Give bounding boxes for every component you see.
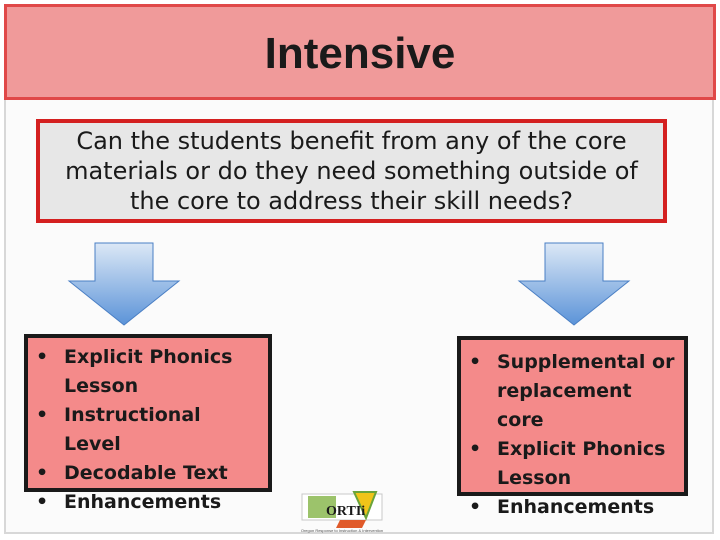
no-outcome-box: Supplemental or replacement core Explici…	[457, 336, 688, 522]
question-box: Can the students benefit from any of the…	[36, 119, 667, 223]
no-outcome-list: Supplemental or replacement core Explici…	[463, 348, 680, 522]
title-bar	[4, 4, 716, 100]
list-item: Enhancements	[463, 493, 680, 522]
list-item: Decodable Text	[30, 459, 262, 488]
question-text: Can the students benefit from any of the…	[65, 127, 638, 215]
yes-outcome-list: Explicit Phonics Lesson Instructional Le…	[30, 343, 262, 517]
list-item: Explicit Phonics Lesson	[463, 435, 680, 493]
list-item: Supplemental or replacement core	[463, 348, 680, 435]
logo-wordmark: ORTIi	[326, 504, 365, 519]
ortii-logo: ORTIi Oregon Response to Instruction & I…	[301, 491, 383, 533]
list-item: Enhancements	[30, 488, 262, 517]
list-item: Instructional Level	[30, 401, 262, 459]
logo-caption: Oregon Response to Instruction & Interve…	[301, 528, 383, 533]
no-down-arrow-icon	[517, 242, 631, 326]
list-item: Explicit Phonics Lesson	[30, 343, 262, 401]
page-title: Intensive	[264, 29, 456, 78]
yes-outcome-box: Explicit Phonics Lesson Instructional Le…	[24, 334, 272, 517]
yes-down-arrow-icon	[67, 242, 181, 326]
